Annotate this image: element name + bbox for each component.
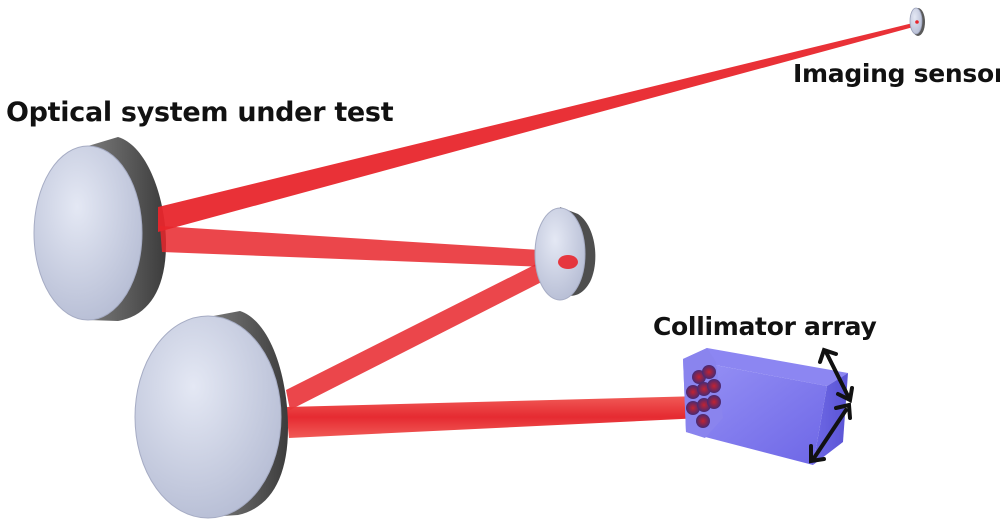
upper-mirror bbox=[33, 137, 166, 321]
beam-upper-to-secondary bbox=[160, 226, 572, 268]
imaging-sensor bbox=[909, 7, 925, 36]
label-imaging-sensor: Imaging sensor bbox=[793, 59, 1000, 88]
beam-to-sensor bbox=[158, 22, 917, 232]
label-optical-system: Optical system under test bbox=[6, 97, 394, 128]
motion-arrows-icon bbox=[809, 347, 854, 464]
beam-collimator-to-lower bbox=[286, 396, 702, 438]
collimator-array bbox=[683, 347, 854, 465]
secondary-mirror bbox=[534, 207, 596, 301]
beam-secondary-to-lower bbox=[286, 252, 575, 410]
beam-paths bbox=[158, 22, 917, 438]
lower-mirror bbox=[134, 311, 288, 519]
collimator-apertures bbox=[686, 365, 721, 428]
label-collimator-array: Collimator array bbox=[653, 312, 877, 341]
